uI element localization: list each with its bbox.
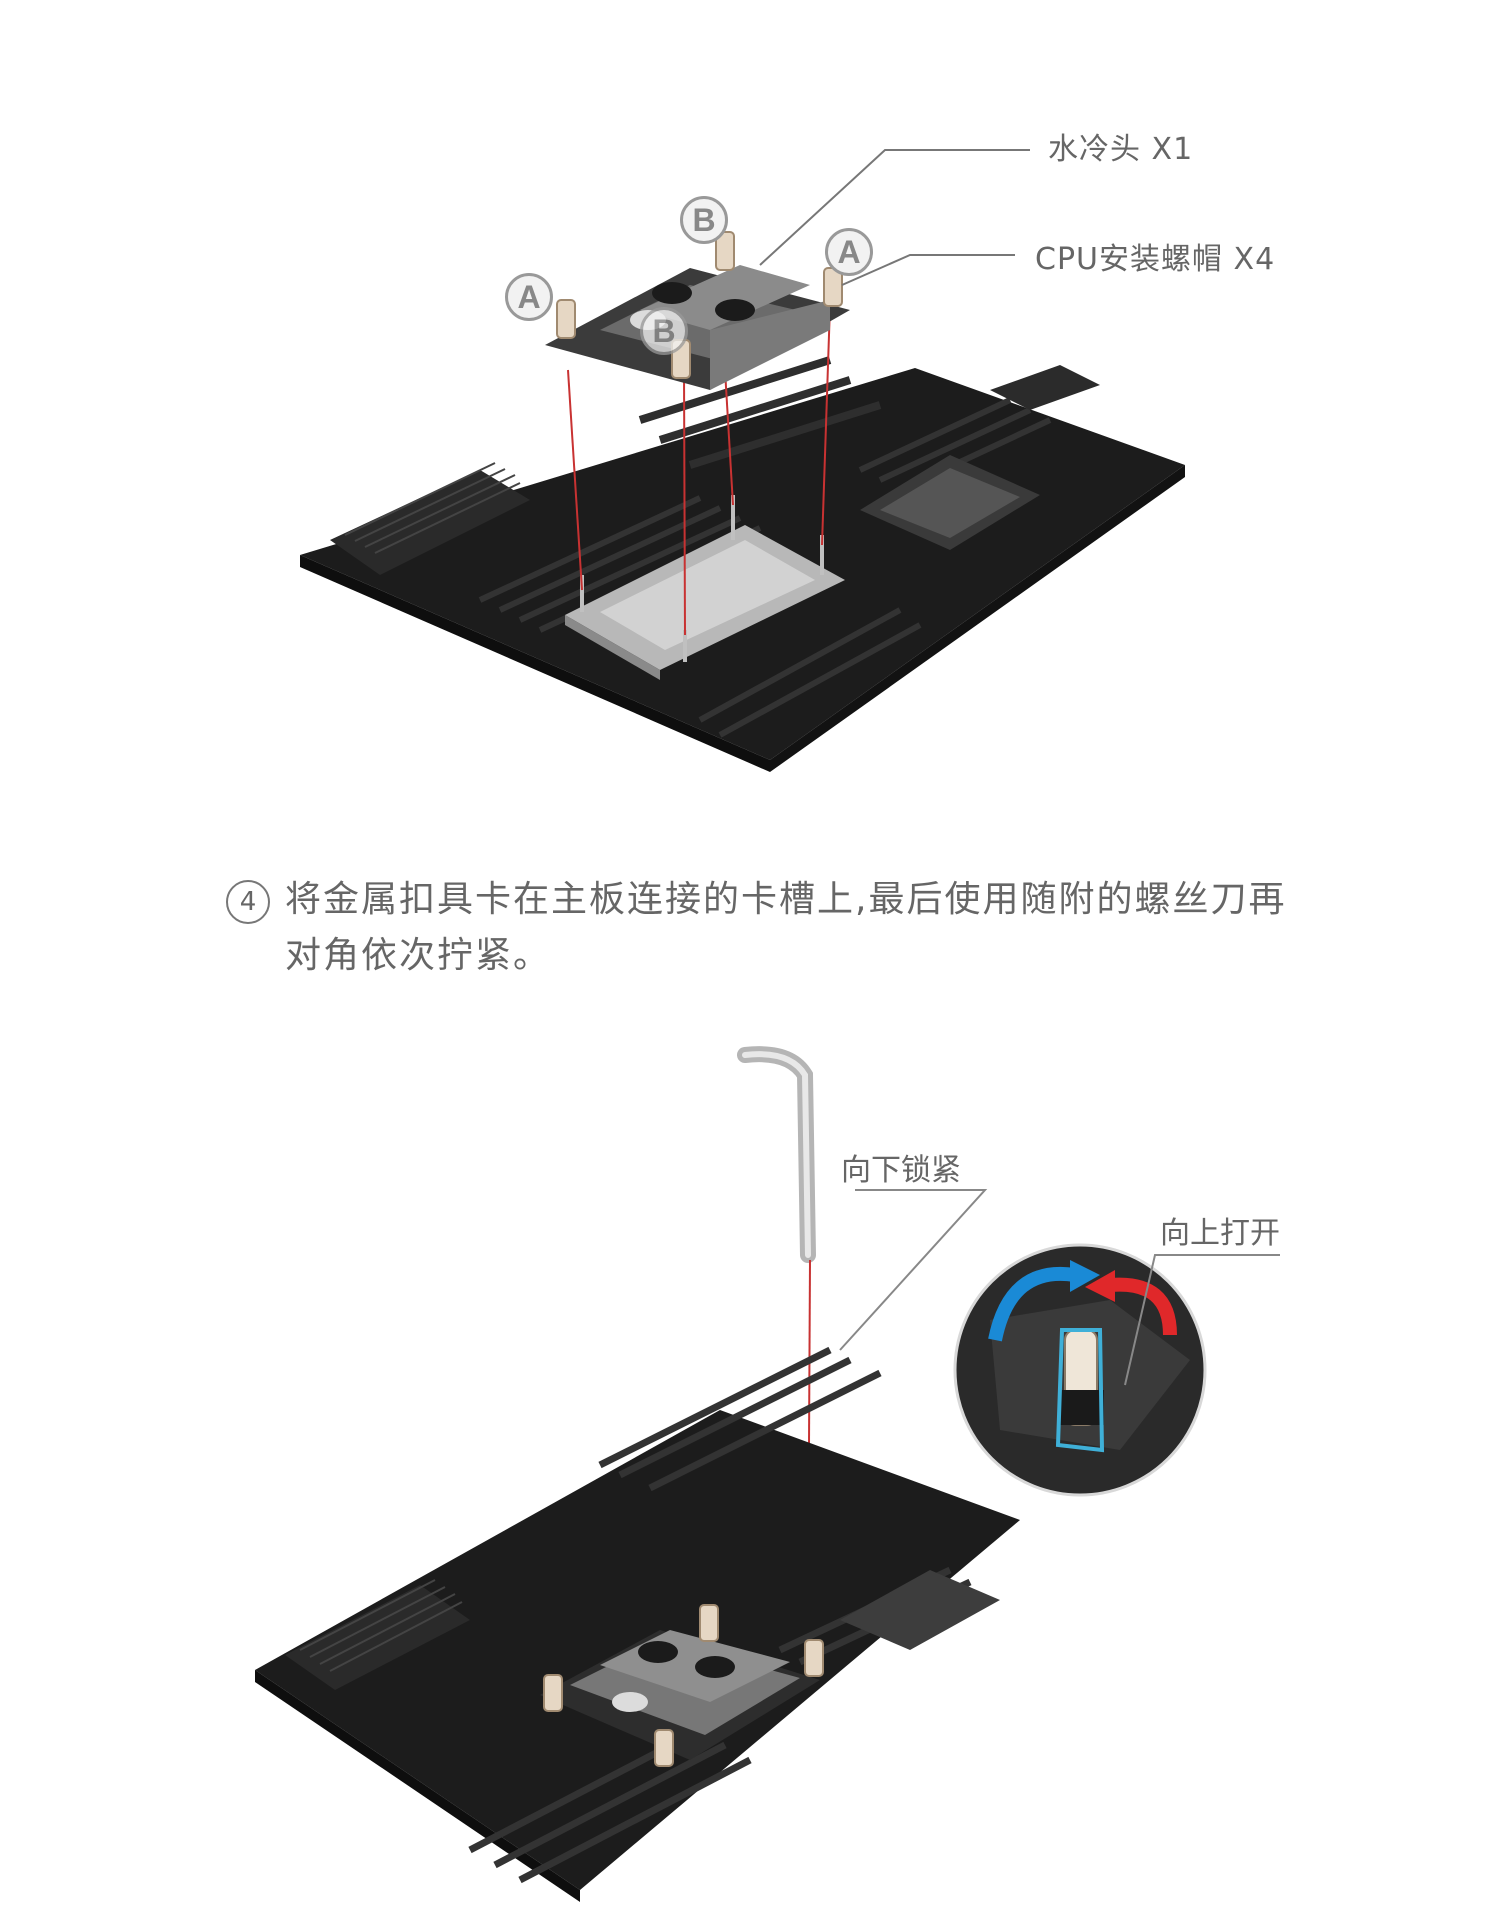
callout-mount-nut: CPU安装螺帽 X4 (1035, 242, 1276, 277)
callout-waterblock: 水冷头 X1 (1048, 132, 1194, 167)
marker-b-front: B (640, 307, 688, 355)
cpu-socket-plate (565, 525, 845, 680)
marker-a-left: A (505, 273, 553, 321)
motherboard-installed-illustration (255, 1046, 1280, 1902)
step-4: 4 将金属扣具卡在主板连接的卡槽上,最后使用随附的螺丝刀再 对角依次拧紧。 (0, 870, 1507, 990)
chipset-heatsink (330, 462, 530, 575)
lock-arrow (988, 1266, 1077, 1342)
step-number: 4 (226, 880, 270, 924)
cpu-socket-right (840, 1570, 1000, 1650)
motherboard-exploded-illustration (300, 149, 1185, 772)
water-block-installed (540, 1630, 820, 1760)
step-line-2: 对角依次拧紧。 (285, 935, 552, 976)
water-block (545, 265, 850, 390)
hex-key-screwdriver (737, 1046, 816, 1263)
callout-line-waterblock (759, 149, 1030, 266)
marker-a-right: A (825, 228, 873, 276)
open-arrow (1109, 1277, 1177, 1336)
marker-b-top: B (680, 196, 728, 244)
callout-line-nut (841, 254, 1015, 286)
cpu-socket-right (860, 455, 1040, 550)
zoom-detail (953, 1243, 1207, 1497)
cpu-mount-nuts (543, 1604, 824, 1767)
top-figure: A B A B 水冷头 X1 CPU安装螺帽 X4 (0, 0, 1507, 800)
callout-line-lock (839, 1189, 988, 1351)
callout-open-up: 向上打开 (1160, 1216, 1280, 1251)
callout-line-open (1124, 1254, 1280, 1386)
chipset-heatsink (285, 1579, 470, 1690)
bottom-figure: 向下锁紧 向上打开 (0, 1030, 1507, 1916)
step-line-1: 将金属扣具卡在主板连接的卡槽上,最后使用随附的螺丝刀再 (285, 879, 1287, 920)
callout-lock-down: 向下锁紧 (841, 1153, 961, 1188)
